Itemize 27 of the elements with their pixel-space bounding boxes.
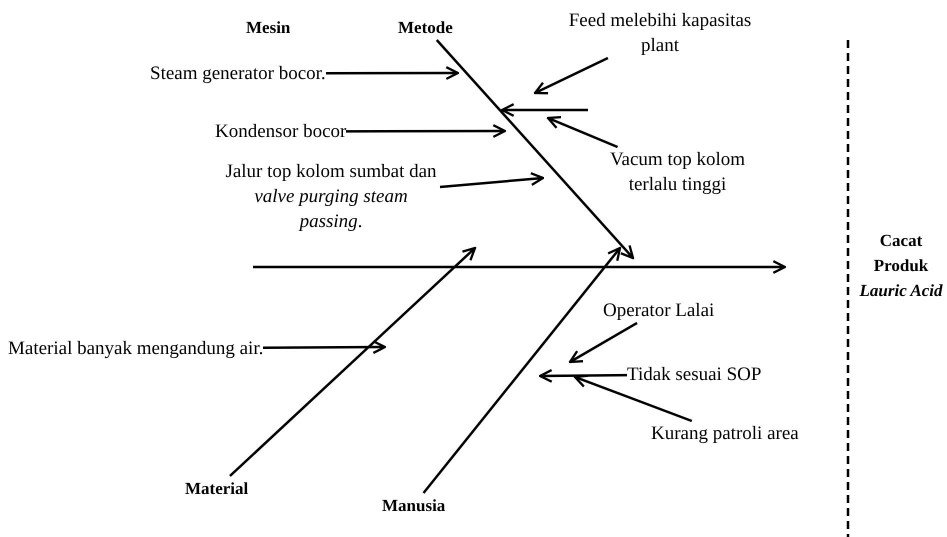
category-label: Manusia	[382, 493, 446, 518]
category-label: Metode	[398, 15, 453, 40]
arrow	[422, 246, 622, 494]
arrow	[538, 368, 627, 383]
cause-text: Steam generator bocor.	[150, 61, 326, 86]
effect-label: Cacat Produk Lauric Acid	[856, 228, 946, 303]
arrow	[440, 172, 544, 188]
cause-text: Operator Lalai	[603, 298, 714, 323]
arrow	[568, 322, 638, 364]
cause-text: Tidak sesuai SOP	[627, 362, 762, 387]
arrow	[263, 340, 386, 354]
arrow	[346, 124, 506, 138]
arrow	[534, 56, 608, 94]
cause-text: Kondensor bocor	[215, 119, 346, 144]
category-label: Material	[185, 476, 248, 501]
cause-text: Jalur top kolom sumbat dan valve purging steam passing.	[222, 159, 440, 234]
arrow	[326, 66, 460, 80]
category-label: Mesin	[246, 17, 290, 39]
arrow	[436, 39, 634, 260]
arrow	[574, 374, 692, 422]
arrow	[229, 246, 476, 477]
cause-text: Material banyak mengandung air.	[8, 336, 264, 361]
arrow	[546, 116, 618, 148]
cause-text: Feed melebihi kapasitas plant	[560, 8, 760, 58]
cause-text: Vacum top kolom terlalu tinggi	[600, 147, 755, 197]
cause-text: Kurang patroli area	[651, 421, 799, 446]
arrow	[253, 260, 786, 274]
